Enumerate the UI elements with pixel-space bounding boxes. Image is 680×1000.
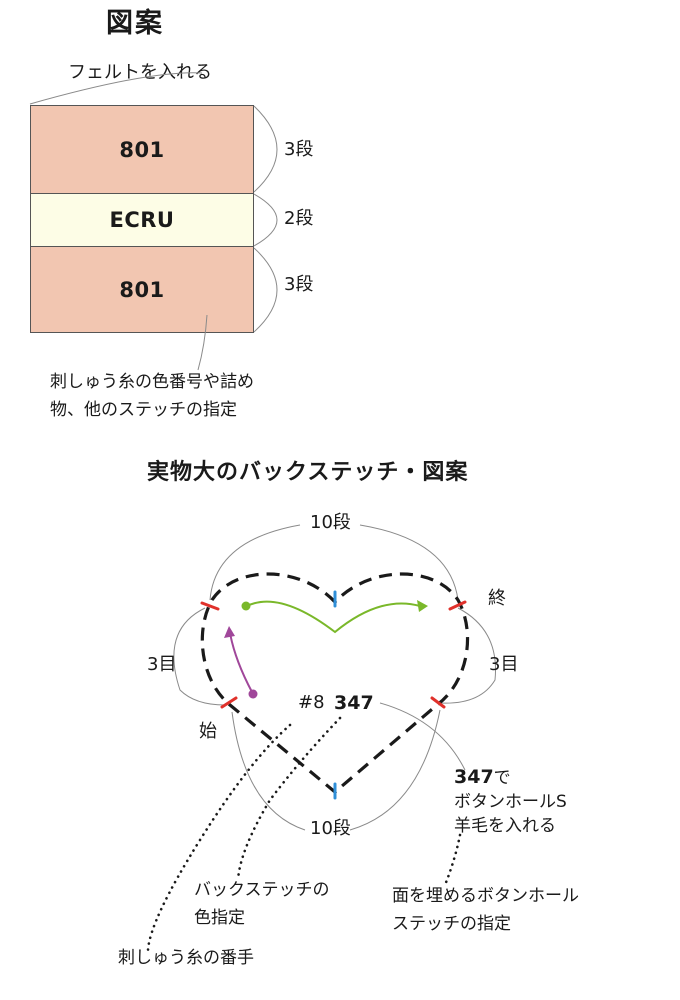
mark-top-right: [448, 600, 467, 611]
fill-stitch-note: 面を埋めるボタンホールステッチの指定: [392, 886, 579, 934]
mark-bottom-right: [430, 696, 446, 709]
purple-arrow-head: [224, 626, 235, 638]
left-eyes-label: 3目: [147, 654, 177, 675]
band-bottom: 801: [30, 246, 254, 333]
thread-size-note: 刺しゅう糸の番手: [118, 948, 254, 968]
page-title: 図案: [106, 8, 164, 39]
color-leader: [236, 716, 342, 882]
note-leader-line: [197, 314, 208, 371]
rows-label-bottom: 3段: [284, 274, 314, 295]
backstitch-color-note: バックステッチの色指定: [194, 880, 330, 928]
heart-title: 実物大のバックステッチ・図案: [147, 460, 469, 485]
bracket-top-right: [359, 524, 459, 601]
green-arrow-path: [246, 600, 421, 634]
fill-line1: 347で: [454, 768, 511, 787]
bracket-middle: [253, 193, 278, 247]
bracket-top: [253, 105, 278, 193]
bracket-bottom-right: [349, 709, 441, 831]
bracket-bottom-left: [231, 711, 306, 831]
green-arrow-head: [417, 600, 428, 612]
purple-arrow-path: [229, 632, 253, 693]
fill-code: 347: [454, 766, 494, 788]
bottom-rows-label: 10段: [310, 818, 351, 839]
band-top: 801: [30, 105, 254, 194]
green-arrow-start: [241, 601, 251, 611]
start-label: 始: [199, 721, 217, 742]
band-top-label: 801: [119, 137, 165, 162]
top-rows-label: 10段: [310, 512, 351, 533]
end-label: 終: [488, 588, 506, 609]
fill-suffix: で: [493, 768, 511, 788]
fill-note-leader: [443, 833, 462, 887]
fill-line2: ボタンホールS: [454, 792, 567, 812]
mark-top-left: [200, 601, 220, 611]
band-middle-label: ECRU: [109, 208, 175, 232]
rows-label-middle: 2段: [284, 208, 314, 229]
fill-leader-line: [379, 702, 466, 771]
color-code: 347: [334, 692, 374, 714]
felt-label: フェルトを入れる: [68, 62, 212, 83]
bracket-left-eyes: [173, 607, 226, 706]
bracket-right-eyes: [439, 607, 497, 704]
thread-leader: [146, 723, 292, 952]
thread-number: #8: [298, 692, 325, 713]
rows-label-top: 3段: [284, 139, 314, 160]
mark-bottom-left: [220, 696, 238, 709]
right-eyes-label: 3目: [489, 654, 519, 675]
band-middle: ECRU: [30, 193, 254, 247]
felt-leader-line: [29, 72, 203, 105]
bracket-bottom: [253, 247, 278, 333]
band-bottom-label: 801: [119, 277, 165, 302]
purple-arrow-start: [248, 689, 258, 699]
bracket-top-left: [209, 524, 301, 601]
fill-line3: 羊毛を入れる: [454, 816, 556, 836]
color-note: 刺しゅう糸の色番号や詰め物、他のステッチの指定: [50, 372, 254, 420]
